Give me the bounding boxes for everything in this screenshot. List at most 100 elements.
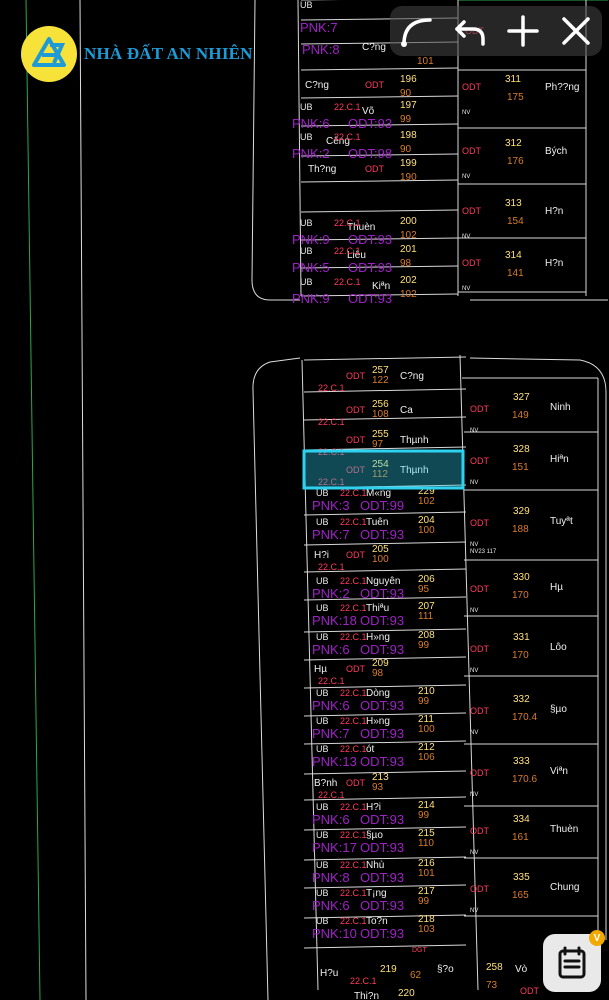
parcel-owner: Ca: [400, 405, 413, 416]
land-use: ODT:93: [360, 898, 404, 913]
land-use: ODT: [470, 518, 490, 528]
parcel-code: PNK:7: [312, 726, 350, 741]
ub-label: UB: [316, 716, 329, 726]
parcel-owner: Thiªu: [366, 603, 389, 614]
parcel-number: 207: [418, 601, 435, 612]
parcel-owner: Tuên: [366, 517, 388, 528]
parcel-area: 73: [486, 980, 498, 991]
close-icon: [561, 17, 590, 45]
parcel-area: 101: [417, 56, 434, 67]
parcel-class: 22.C.1: [334, 277, 361, 287]
parcel-area: 108: [372, 409, 389, 420]
parcel-boundary: [303, 796, 467, 801]
parcel-class: 22.C.1: [318, 562, 345, 572]
parcel-number: 201: [400, 244, 417, 255]
notes-badge: V: [589, 930, 605, 946]
close-button[interactable]: [556, 11, 596, 51]
ub-label: UB: [316, 517, 329, 527]
ub-label: UB: [300, 0, 313, 10]
land-use: ODT: [346, 435, 366, 445]
land-use: ODT: [346, 664, 366, 674]
parcel-area: 99: [400, 114, 412, 125]
parcel-boundary: [300, 95, 459, 99]
land-use: ODT: [346, 550, 366, 560]
parcel-boundary: [300, 265, 459, 269]
land-use: ODT: [520, 986, 540, 996]
parcel-area: 99: [418, 810, 430, 821]
parcel-number: 220: [398, 988, 415, 999]
parcel-number: 329: [513, 506, 530, 517]
nv-label: NV: [470, 480, 478, 486]
land-use: ODT: [462, 206, 482, 216]
parcel-class: 22.C.1: [334, 218, 361, 228]
parcel-owner: H»ng: [366, 716, 390, 727]
parcel-class: 22.C.1: [334, 132, 361, 142]
parcel-number: 256: [372, 399, 389, 410]
parcel-number: 258: [486, 962, 503, 973]
land-use: ODT: [365, 164, 385, 174]
ub-label: UB: [316, 830, 329, 840]
parcel-code: PNK:8: [312, 870, 350, 885]
parcel-number: 314: [505, 250, 522, 261]
draw-curve-button[interactable]: [397, 11, 437, 51]
parcel-class: 22.C.1: [318, 790, 345, 800]
parcel-area: 170.6: [512, 774, 537, 785]
parcel-owner: H?n: [545, 206, 563, 217]
nv-label: NV: [470, 668, 478, 674]
add-button[interactable]: [503, 11, 543, 51]
parcel-owner: Dòng: [366, 688, 390, 699]
parcel-class: 22.C.1: [340, 632, 367, 642]
parcel-boundary: [300, 67, 459, 71]
parcel-number: 229: [418, 486, 435, 497]
parcel-boundary: [303, 740, 467, 745]
parcel-owner: Thµnh: [400, 435, 429, 446]
parcel-code: PNK:6: [312, 642, 350, 657]
ub-label: UB: [316, 888, 329, 898]
land-use: ODT:99: [360, 498, 404, 513]
parcel-number: 255: [372, 429, 389, 440]
parcel-owner: H?n: [545, 258, 563, 269]
parcel-code: PNK:10: [312, 926, 357, 941]
land-use: ODT:98: [348, 146, 392, 161]
parcel-number: 196: [400, 74, 417, 85]
parcel-boundary: [303, 511, 467, 516]
nv-label: NV: [470, 850, 478, 856]
parcel-area: 122: [372, 375, 389, 386]
land-use: ODT: [470, 768, 490, 778]
parcel-area: 97: [372, 439, 384, 450]
parcel-code: PNK:5: [292, 260, 330, 275]
ub-label: UB: [316, 632, 329, 642]
parcel-number: 205: [372, 544, 389, 555]
parcel-area: 93: [372, 782, 384, 793]
parcel-area: 175: [507, 92, 524, 103]
land-use: ODT: [470, 884, 490, 894]
parcel-owner: H?i: [366, 802, 381, 813]
parcel-area: 90: [400, 144, 412, 155]
parcel-owner: Th?ng: [308, 164, 336, 175]
parcel-owner: Nguyên: [366, 576, 400, 587]
parcel-owner: Ph??ng: [545, 82, 579, 93]
parcel-owner: Thuèn: [347, 222, 375, 233]
land-use: ODT:93: [348, 260, 392, 275]
parcel-area: 170: [512, 590, 529, 601]
notes-button[interactable]: V: [543, 930, 605, 992]
land-use: ODT: [470, 404, 490, 414]
parcel-boundary: [303, 684, 467, 689]
parcel-class: 22.C.1: [340, 830, 367, 840]
parcel-area: 90: [400, 88, 412, 99]
parcel-number: 312: [505, 138, 522, 149]
land-use: ODT:93: [360, 840, 404, 855]
parcel-owner: Vò: [515, 964, 528, 975]
land-use: ODT:93: [360, 698, 404, 713]
ub-label: UB: [316, 860, 329, 870]
undo-button[interactable]: [450, 11, 490, 51]
parcel-class: 22.C.1: [318, 383, 345, 393]
parcel-code: PNK:18: [312, 613, 357, 628]
land-use: ODT: [470, 584, 490, 594]
parcel-boundary: [303, 826, 467, 831]
parcel-owner: Nhù: [366, 860, 384, 871]
selected-parcel-254[interactable]: [302, 449, 465, 490]
ub-label: UB: [300, 277, 313, 287]
land-use: ODT:93: [360, 754, 404, 769]
